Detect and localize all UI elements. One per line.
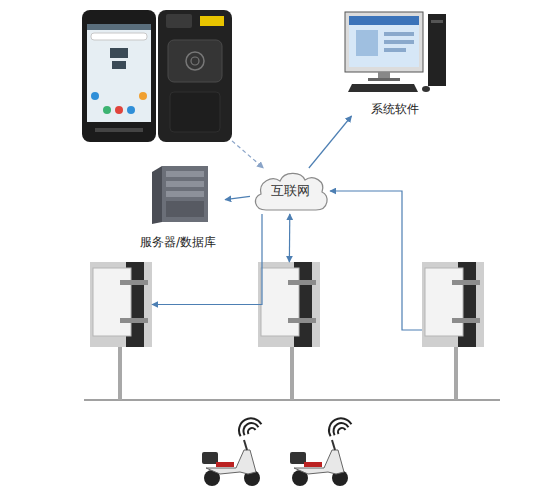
screen-figure (356, 30, 378, 56)
reader-box (425, 268, 463, 336)
pole (290, 347, 294, 400)
reader-pole (90, 262, 152, 400)
reader-pole (258, 262, 320, 400)
rfid-reader-node (422, 262, 484, 347)
nfc-symbol (186, 52, 204, 70)
cloud-shape (255, 173, 327, 210)
handheld-terminal-node (82, 10, 232, 142)
server-bay (166, 171, 204, 177)
photo-background (90, 262, 152, 347)
electric-scooter (202, 440, 260, 486)
mouse (422, 86, 430, 92)
screen-line (384, 40, 414, 44)
pole-clamp (288, 318, 316, 323)
search-bar (91, 33, 147, 40)
monitor-base (368, 78, 400, 81)
battery-cover (170, 92, 220, 132)
device-label: 服务器/数据库 (140, 235, 216, 249)
app-icon (103, 106, 111, 114)
screen-line (384, 32, 414, 36)
signal-arc (241, 420, 259, 435)
server-grille (166, 201, 204, 217)
connector-arrow (232, 141, 263, 168)
screen-line (384, 48, 406, 52)
drive-bay (431, 20, 443, 23)
device-back (158, 10, 232, 142)
rfid-reader-node (90, 262, 152, 347)
reader-box (261, 268, 299, 336)
pole-clamp (288, 280, 316, 285)
device-node: 系统软件 (338, 10, 452, 116)
pc-tower (428, 14, 446, 86)
app-icon (127, 106, 135, 114)
server (152, 166, 208, 224)
reader-box (93, 268, 131, 336)
server-front (162, 166, 208, 222)
nfc-symbol (191, 57, 199, 65)
pole (454, 347, 458, 400)
server-side (152, 166, 162, 224)
keyboard (348, 84, 418, 92)
monitor (345, 12, 423, 72)
seat (216, 462, 234, 467)
signal-arc (337, 427, 346, 434)
phone-screen (87, 24, 151, 122)
photo-background (258, 262, 320, 347)
signal-arc (247, 427, 256, 434)
device-label: 系统软件 (371, 102, 419, 116)
top-case (290, 452, 306, 464)
phone-body (82, 10, 156, 142)
warning-label (200, 16, 224, 26)
handlebar (332, 440, 335, 450)
handheld-terminal (82, 10, 232, 142)
connector-arrow (289, 214, 291, 262)
nav-keys (95, 128, 143, 132)
desktop-computer (345, 12, 446, 92)
camera-window (166, 14, 192, 28)
electric-scooter (290, 440, 348, 486)
status-bar (87, 24, 151, 30)
pole-clamp (452, 280, 480, 285)
signal-arc (235, 414, 262, 436)
signal-arc (331, 420, 349, 435)
photo-background (422, 262, 484, 347)
date-block (112, 61, 126, 69)
rfid-reader-node (258, 262, 320, 347)
app-icon (139, 92, 147, 100)
pole-clamp (120, 280, 148, 285)
wireless-signal (235, 414, 263, 438)
signal-arc (325, 414, 352, 436)
app-icon (115, 106, 123, 114)
connector-arrow (309, 116, 352, 168)
screen-header (349, 16, 419, 25)
clock-block (110, 48, 128, 58)
handlebar (244, 440, 247, 450)
cloud-label: 互联网 (271, 184, 310, 198)
wireless-signal (325, 414, 353, 438)
connector-arrow (152, 214, 262, 305)
server-bay (166, 191, 204, 197)
top-case (202, 452, 218, 464)
pole-clamp (452, 318, 480, 323)
reader-pole (422, 262, 484, 400)
seat (304, 462, 322, 467)
app-icon (91, 92, 99, 100)
server-bay (166, 181, 204, 187)
pole-clamp (120, 318, 148, 323)
pole (118, 347, 122, 400)
monitor-screen (349, 16, 419, 67)
nfc-panel (168, 40, 222, 82)
monitor-stand (378, 72, 390, 78)
internet-cloud: 互联网 (250, 168, 330, 214)
device-node: 服务器/数据库 (131, 163, 225, 249)
connector-arrow (225, 196, 250, 199)
connector-arrow (330, 191, 422, 330)
